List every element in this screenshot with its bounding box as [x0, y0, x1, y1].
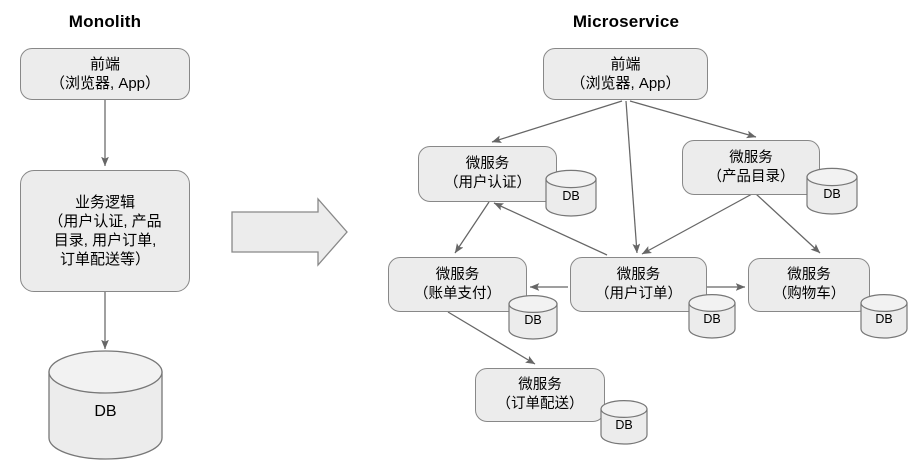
- link-frontend-to-user-auth: [491, 100, 623, 143]
- monolith-business-logic-box[interactable]: 业务逻辑 （用户认证, 产品 目录, 用户订单, 订单配送等）: [20, 170, 190, 292]
- service-order-delivery-line1: 微服务: [518, 377, 562, 394]
- microservice-frontend-line1: 前端: [610, 55, 641, 73]
- service-order-delivery-line2: （订单配送）: [496, 396, 584, 412]
- service-box-billing-payment[interactable]: 微服务 （账单支付）: [388, 257, 527, 312]
- service-box-user-orders[interactable]: 微服务 （用户订单）: [570, 257, 707, 312]
- database-label-user-auth: DB: [562, 189, 580, 203]
- database-cylinder-user-auth[interactable]: DB: [545, 169, 597, 217]
- service-user-auth-line1: 微服务: [465, 156, 510, 173]
- database-label-shopping-cart: DB: [875, 312, 893, 326]
- link-billing-payment-to-order-delivery: [447, 311, 536, 365]
- monolith-title: Monolith: [68, 12, 142, 31]
- service-box-shopping-cart[interactable]: 微服务 （购物车）: [748, 258, 870, 312]
- cylinder-shape: [688, 294, 736, 339]
- service-user-auth-line2: （用户认证）: [444, 175, 531, 191]
- database-label-product-catalog: DB: [823, 187, 841, 201]
- cylinder-shape: [806, 167, 858, 215]
- link-frontend-to-product-catalog: [629, 100, 757, 139]
- service-box-user-auth[interactable]: 微服务 （用户认证）: [418, 146, 557, 202]
- service-shopping-cart-line2: （购物车）: [772, 286, 846, 302]
- microservice-frontend-box[interactable]: 前端 （浏览器, App）: [543, 48, 708, 100]
- cylinder-shape: [48, 350, 163, 460]
- service-box-product-catalog[interactable]: 微服务 （产品目录）: [682, 140, 820, 195]
- business-logic-line1: 业务逻辑: [74, 193, 135, 211]
- service-product-catalog-line2: （产品目录）: [707, 168, 795, 185]
- service-billing-payment-line1: 微服务: [435, 266, 480, 283]
- monolith-database-cylinder[interactable]: DB: [48, 350, 163, 460]
- link-frontend-to-user-orders: [625, 100, 641, 254]
- service-user-orders-line1: 微服务: [616, 266, 661, 283]
- cylinder-shape: [508, 295, 558, 340]
- business-logic-line4: 订单配送等）: [59, 251, 150, 269]
- link-product-catalog-to-shopping-cart: [755, 193, 821, 254]
- link-product-catalog-to-user-orders: [641, 193, 753, 255]
- database-cylinder-user-orders[interactable]: DB: [688, 294, 736, 339]
- link-user-auth-to-billing-payment: [454, 201, 490, 254]
- database-cylinder-shopping-cart[interactable]: DB: [860, 294, 908, 339]
- cylinder-shape: [600, 400, 648, 445]
- monolith-frontend-line2: （浏览器, App）: [49, 75, 161, 92]
- monolith-frontend-box[interactable]: 前端 （浏览器, App）: [20, 48, 190, 100]
- service-box-order-delivery[interactable]: 微服务 （订单配送）: [475, 368, 605, 422]
- service-user-orders-line2: （用户订单）: [595, 285, 682, 302]
- cylinder-shape: [860, 294, 908, 339]
- service-product-catalog-line1: 微服务: [729, 149, 773, 166]
- database-cylinder-product-catalog[interactable]: DB: [806, 167, 858, 215]
- database-cylinder-order-delivery[interactable]: DB: [600, 400, 648, 445]
- business-logic-line2: （用户认证, 产品: [48, 212, 162, 230]
- business-logic-line3: 目录, 用户订单,: [53, 232, 157, 249]
- monolith-database-label: DB: [94, 403, 117, 420]
- microservice-frontend-line2: （浏览器, App）: [570, 75, 681, 92]
- database-label-user-orders: DB: [703, 312, 721, 326]
- transition-arrow-icon: [231, 197, 348, 267]
- microservice-title: Microservice: [572, 12, 680, 31]
- database-label-billing-payment: DB: [524, 313, 542, 327]
- service-billing-payment-line2: （账单支付）: [414, 285, 501, 302]
- link-user-orders-to-user-auth: [493, 202, 608, 256]
- service-shopping-cart-line1: 微服务: [787, 267, 831, 284]
- database-label-order-delivery: DB: [615, 418, 633, 432]
- cylinder-shape: [545, 169, 597, 217]
- monolith-frontend-line1: 前端: [89, 55, 120, 73]
- database-cylinder-billing-payment[interactable]: DB: [508, 295, 558, 340]
